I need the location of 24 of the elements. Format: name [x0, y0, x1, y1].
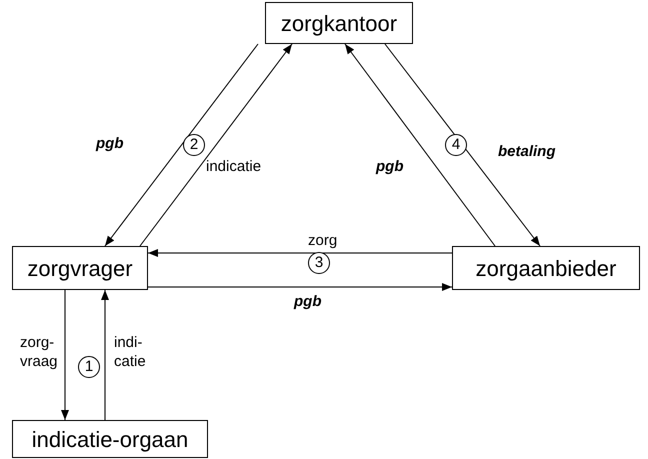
- arrow: [140, 44, 292, 246]
- step-number: 1: [78, 356, 100, 378]
- arrow: [384, 44, 540, 246]
- step-number: 3: [308, 252, 330, 274]
- entity-box: zorgvrager: [12, 246, 148, 290]
- entity-box: zorgkantoor: [265, 2, 413, 44]
- entity-box: indicatie-orgaan: [12, 420, 208, 458]
- step-number: 4: [445, 134, 467, 156]
- edge-label: betaling: [498, 142, 557, 161]
- edge-label: indi- catie: [114, 333, 147, 371]
- entity-box: zorgaanbieder: [452, 246, 640, 290]
- arrow: [148, 249, 452, 257]
- edge-label: indicatie: [206, 157, 262, 176]
- edge-label: pgb: [376, 157, 404, 176]
- arrow: [148, 283, 452, 291]
- edge-label: zorg- vraag: [20, 333, 59, 371]
- step-number: 2: [183, 134, 205, 156]
- arrow: [344, 44, 496, 246]
- arrow: [61, 290, 69, 420]
- edge-label: zorg: [308, 231, 338, 250]
- arrow: [101, 290, 109, 420]
- edge-label: pgb: [96, 134, 124, 153]
- edge-label: pgb: [294, 292, 322, 311]
- arrow: [104, 44, 258, 246]
